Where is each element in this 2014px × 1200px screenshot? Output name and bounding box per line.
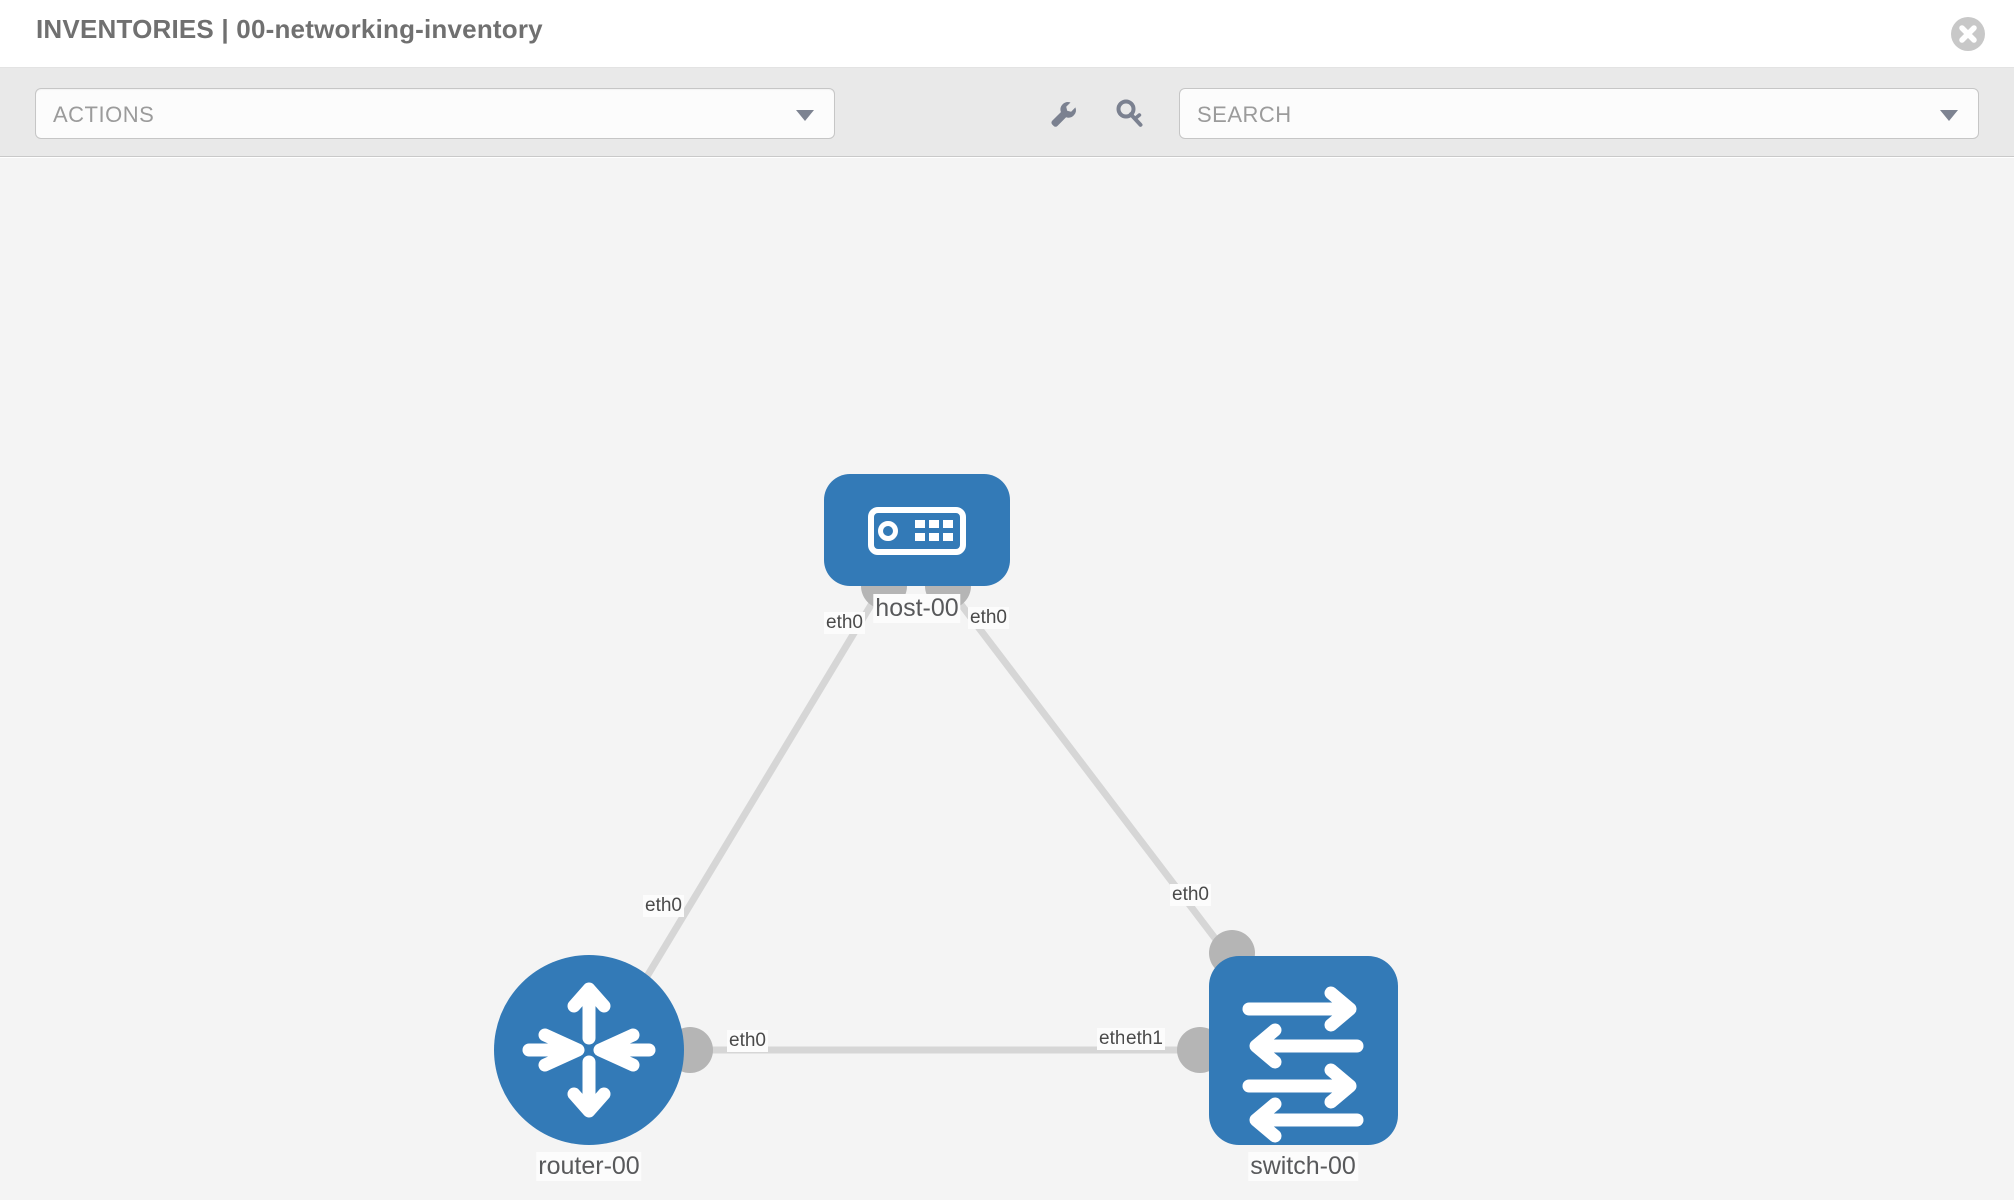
chevron-down-icon xyxy=(796,110,814,121)
node-label-router-00: router-00 xyxy=(536,1152,642,1181)
close-button[interactable] xyxy=(1951,17,1985,51)
node-host-00[interactable] xyxy=(824,474,1010,586)
edge-group xyxy=(637,587,1233,1054)
wrench-button[interactable] xyxy=(1043,94,1083,134)
server-ports-icon xyxy=(915,520,953,541)
search-placeholder: SEARCH xyxy=(1197,102,1292,127)
node-label-host-00: host-00 xyxy=(873,594,961,623)
toolbar: ACTIONS SEARCH xyxy=(0,68,2014,157)
router-arrows-icon xyxy=(522,982,656,1118)
key-button[interactable] xyxy=(1110,94,1150,134)
edge-host-router[interactable] xyxy=(637,588,883,990)
actions-dropdown-label: ACTIONS xyxy=(53,102,155,127)
server-led-icon xyxy=(878,521,898,541)
connector-group xyxy=(667,563,1255,1073)
iface-label-switch-eth1: eth1 xyxy=(1124,1028,1165,1050)
node-label-switch-00: switch-00 xyxy=(1248,1152,1358,1181)
wrench-icon xyxy=(1051,102,1076,127)
iface-label-host-left: eth0 xyxy=(824,612,865,634)
node-switch-00[interactable] xyxy=(1209,956,1398,1145)
iface-label-router-uplink: eth0 xyxy=(643,895,684,917)
switch-arrows-icon xyxy=(1242,986,1364,1143)
topology-canvas[interactable]: host-00 router-00 switch-00 eth0 eth0 et… xyxy=(0,158,2014,1200)
actions-dropdown[interactable]: ACTIONS xyxy=(35,88,835,139)
iface-label-router-eth0: eth0 xyxy=(727,1030,768,1052)
page-title: INVENTORIES | 00-networking-inventory xyxy=(36,14,543,44)
chevron-down-icon xyxy=(1940,110,1958,121)
close-icon xyxy=(1959,25,1977,43)
iface-label-host-right: eth0 xyxy=(968,607,1009,629)
topology-graph xyxy=(494,474,1398,1145)
node-router-00[interactable] xyxy=(494,955,684,1145)
iface-label-switch-uplink: eth0 xyxy=(1170,884,1211,906)
page-header: INVENTORIES | 00-networking-inventory xyxy=(0,0,2014,68)
search-input[interactable]: SEARCH xyxy=(1179,88,1979,139)
key-icon xyxy=(1116,99,1143,127)
